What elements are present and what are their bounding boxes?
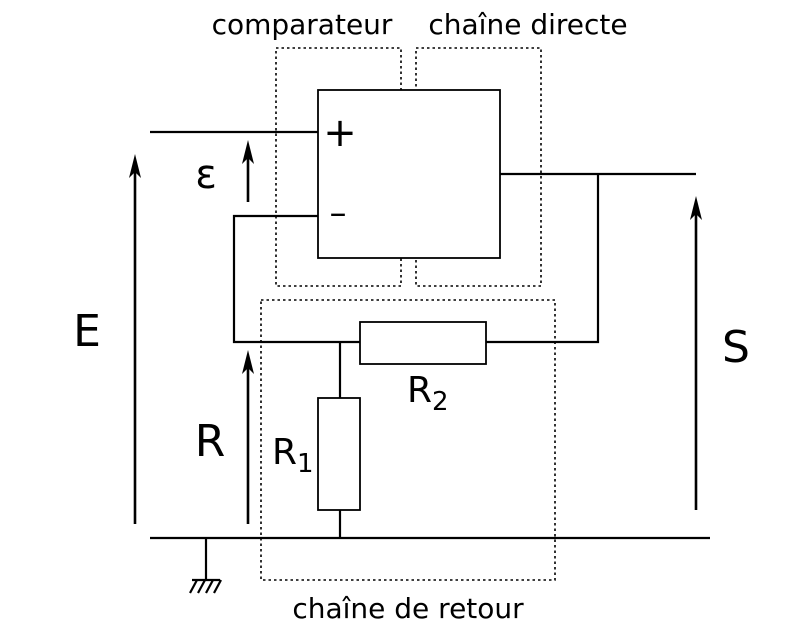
minus-sign: – <box>330 193 347 233</box>
input-signal-label: E <box>73 306 101 357</box>
feedback-chain-group-box <box>260 299 556 581</box>
resistor-r2 <box>359 321 487 365</box>
r2-label: R2 <box>407 370 449 417</box>
feedback-arrow <box>242 350 254 524</box>
resistor-r1 <box>317 397 361 511</box>
feedback-chain-label: chaîne de retour <box>292 592 524 625</box>
circuit-wires <box>150 130 710 540</box>
comparator-label: comparateur <box>212 8 393 41</box>
plus-sign: + <box>323 110 357 156</box>
direct-chain-label: chaîne directe <box>428 8 627 41</box>
opamp-block <box>317 89 501 259</box>
error-arrow <box>242 140 254 202</box>
output-arrow <box>690 196 702 510</box>
input-arrow <box>129 154 141 524</box>
r1-label: R1 <box>272 432 314 479</box>
feedback-signal-label: R <box>195 416 226 467</box>
output-signal-label: S <box>722 322 750 373</box>
inverting-input-wire <box>232 214 360 344</box>
r2-subscript: 2 <box>432 387 449 417</box>
error-signal-label: ε <box>195 152 217 198</box>
r1-letter: R <box>272 432 297 473</box>
feedback-wire <box>486 174 600 344</box>
ground-icon <box>189 538 222 594</box>
r1-subscript: 1 <box>297 449 314 479</box>
r2-letter: R <box>407 370 432 411</box>
